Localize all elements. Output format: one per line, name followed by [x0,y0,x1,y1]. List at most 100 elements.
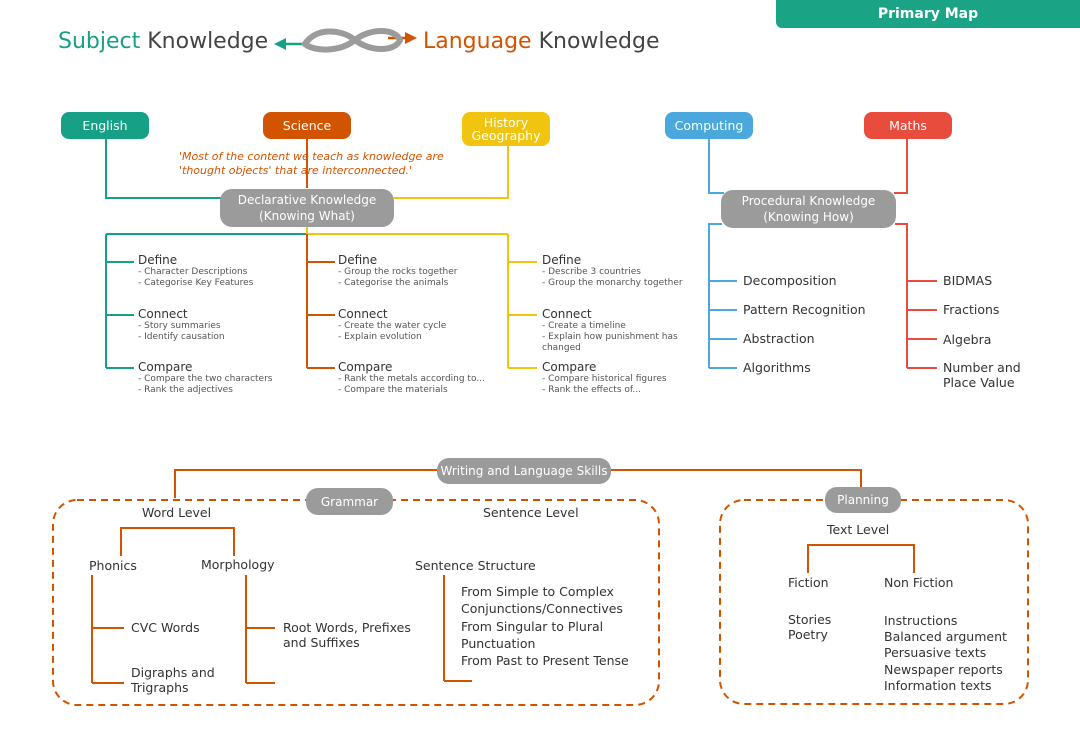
science-define-group: Define - Group the rocks together - Cate… [338,253,457,289]
english-compare-group: Compare - Compare the two characters - R… [138,360,272,396]
history-connect-item: - Explain how punishment has [542,332,678,342]
planning-node: Planning [825,487,901,513]
maths-node: Maths [864,112,952,139]
title-knowledge-word-left: Knowledge [147,29,269,54]
cvc-words-label: CVC Words [131,620,200,635]
english-define-item: - Categorise Key Features [138,278,254,288]
non-fiction-label: Non Fiction [884,575,954,590]
sentence-structure-label: Sentence Structure [415,558,536,573]
english-define-title: Define [138,253,178,267]
science-compare-group: Compare - Rank the metals according to..… [338,360,485,396]
title-subject-knowledge: Subject Knowledge [58,29,268,55]
maths-item-fractions: Fractions [943,302,1000,317]
science-node: Science [263,112,351,139]
computing-item-abstraction: Abstraction [743,331,815,346]
english-label: English [82,118,128,133]
primary-map-label: Primary Map [877,6,979,22]
english-define-item: - Character Descriptions [138,267,248,277]
sentence-items-list: From Simple to Complex Conjunctions/Conn… [461,583,629,669]
history-connect-group: Connect - Create a timeline - Explain ho… [542,307,678,354]
history-compare-item: - Compare historical figures [542,374,667,384]
title-language-knowledge: Language Knowledge [423,29,660,55]
declarative-line-2: (Knowing What) [259,209,355,223]
writing-root-label: Writing and Language Skills [440,464,608,478]
history-connect-item: changed [542,343,581,353]
digraphs-trigraphs-label: Digraphs and Trigraphs [131,665,215,695]
history-define-group: Define - Describe 3 countries - Group th… [542,253,683,289]
non-fiction-item: Instructions [884,613,958,628]
writing-language-skills-node: Writing and Language Skills [437,458,611,484]
non-fiction-item: Balanced argument [884,629,1007,645]
science-define-title: Define [338,253,378,267]
root-words-line-1: Root Words, Prefixes [283,620,411,635]
science-label: Science [282,118,332,133]
computing-item-algorithms: Algorithms [743,360,811,375]
history-connect-title: Connect [542,307,592,321]
non-fiction-item: Newspaper reports [884,661,1003,677]
english-node: English [61,112,149,139]
place-value-label: Place Value [943,375,1015,390]
science-connect-group: Connect - Create the water cycle - Expla… [338,307,446,343]
sentence-level-label: Sentence Level [483,505,579,520]
science-compare-item: - Rank the metals according to... [338,374,485,384]
computing-item-pattern-recognition: Pattern Recognition [743,302,866,317]
digraphs-line-2: Trigraphs [131,680,189,695]
digraphs-line-1: Digraphs and [131,665,215,680]
science-connect-item: - Create the water cycle [338,321,447,331]
fiction-label: Fiction [788,575,829,590]
history-compare-group: Compare - Compare historical figures - R… [542,360,667,396]
english-connect-title: Connect [138,307,188,321]
sentence-item: Conjunctions/Connectives [461,601,623,617]
non-fiction-items-list: Instructions Balanced argument Persuasiv… [884,613,1007,694]
quote-text: 'Most of the content we teach as knowled… [179,150,444,178]
science-connect-title: Connect [338,307,388,321]
english-connect-item: - Identify causation [138,332,225,342]
maths-item-bidmas: BIDMAS [943,273,993,288]
history-compare-title: Compare [542,360,597,374]
maths-item-algebra: Algebra [943,332,992,347]
title-language-word: Language [423,29,532,54]
science-define-item: - Categorise the animals [338,278,449,288]
sentence-item: From Singular to Plural [461,618,604,634]
quote-line-1: 'Most of the content we teach as knowled… [179,150,444,163]
procedural-line-2: (Knowing How) [763,210,854,224]
english-connect-group: Connect - Story summaries - Identify cau… [138,307,225,343]
english-compare-item: - Rank the adjectives [138,385,233,395]
root-words-line-2: and Suffixes [283,635,360,650]
word-level-label: Word Level [142,505,212,520]
computing-node: Computing [665,112,753,139]
title-subject-word: Subject [58,29,141,54]
history-connect-item: - Create a timeline [542,321,626,331]
grammar-node: Grammar [306,488,393,515]
non-fiction-item: Information texts [884,677,992,693]
number-and-label: Number and [943,360,1021,375]
english-define-group: Define - Character Descriptions - Catego… [138,253,253,289]
maths-item-number-place-value: Number and Place Value [943,360,1021,390]
fiction-item: Poetry [788,627,828,642]
maths-label: Maths [889,118,927,133]
history-define-item: - Group the monarchy together [542,278,683,288]
sentence-item: From Past to Present Tense [461,653,629,669]
english-connect-item: - Story summaries [138,321,221,331]
geography-label: Geography [471,128,541,143]
title-knowledge-word-right: Knowledge [538,29,660,54]
planning-label: Planning [837,493,889,507]
primary-map-banner: Primary Map [776,0,1080,28]
computing-item-decomposition: Decomposition [743,273,837,288]
procedural-knowledge-node: Procedural Knowledge (Knowing How) [721,190,896,228]
quote-line-2: 'thought objects' that are interconnecte… [179,164,413,177]
declarative-line-1: Declarative Knowledge [237,193,377,207]
declarative-knowledge-node: Declarative Knowledge (Knowing What) [220,189,394,227]
history-define-item: - Describe 3 countries [542,267,641,277]
non-fiction-item: Persuasive texts [884,645,987,661]
sentence-item: From Simple to Complex [461,584,614,599]
fiction-items-list: Stories Poetry [788,612,831,642]
computing-label: Computing [674,118,744,133]
history-compare-item: - Rank the effects of... [542,385,641,395]
root-words-label: Root Words, Prefixes and Suffixes [283,620,411,650]
science-compare-item: - Compare the materials [338,385,448,395]
sentence-item: Punctuation [461,635,536,651]
english-compare-title: Compare [138,360,193,374]
history-geography-node: History Geography [462,112,550,146]
phonics-label: Phonics [89,558,137,573]
